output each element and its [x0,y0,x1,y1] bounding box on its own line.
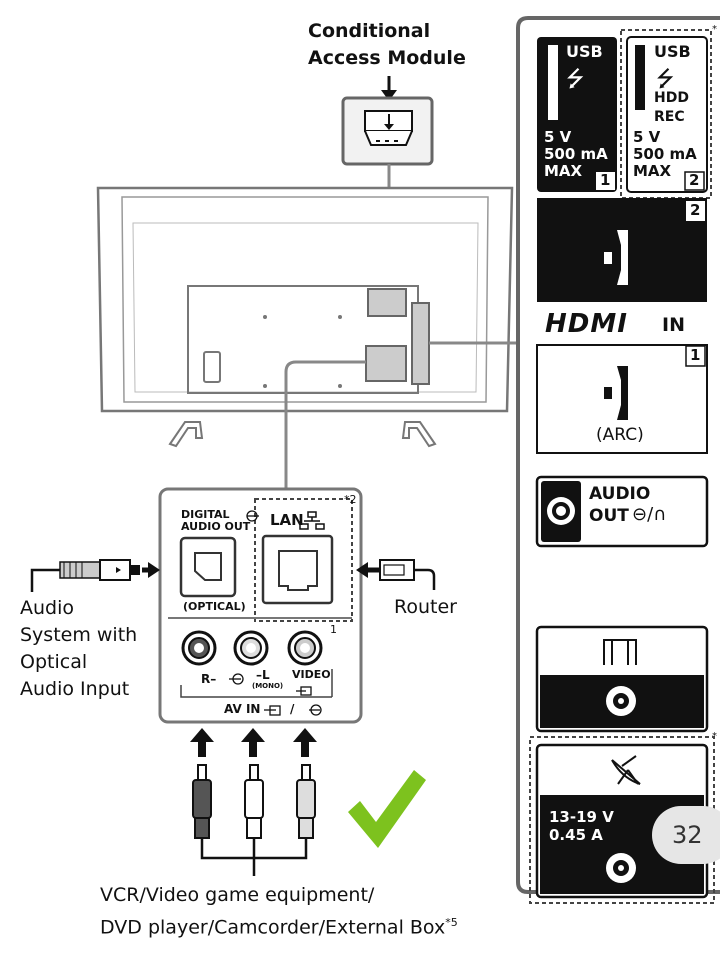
hdmi-in-label: IN [662,314,685,336]
digital-audio-label-2: AUDIO OUT [181,520,251,533]
side-panel [516,16,720,904]
usb2-label: USB [654,42,691,61]
audio-system-line2: System with [20,624,138,646]
lan-icon [299,511,325,530]
cam-label-line1: Conditional [308,20,431,42]
satellite-current: 0.45 A [549,826,603,844]
rca-plug-l [244,764,264,839]
usb2-rec: REC [654,109,685,125]
check-icon [348,770,426,848]
cam-label-line2: Access Module [308,47,466,69]
hdmi2-number: 2 [690,201,701,219]
lan-label: LAN [270,511,304,529]
vcr-label-line1: VCR/Video game equipment/ [100,884,375,906]
rca-jack-r [181,630,217,666]
audio-out-label-2: OUT [589,506,629,526]
usb1-current: 500 mA [544,145,608,163]
connector-panel [158,487,363,724]
usb1-icon: ⭍ [566,67,585,92]
usb1-number: 1 [600,171,611,189]
usb2-hdd: HDD [654,90,689,106]
usb2-max: MAX [633,162,672,180]
r-label: R– [201,672,217,686]
tv-back [96,186,518,490]
rca-jack-l [233,630,269,666]
page-number: 32 [652,806,720,864]
router-label: Router [394,596,457,618]
usb1-label: USB [566,42,603,61]
audio-system-line4: Audio Input [20,678,130,700]
usb2-icon: ⭍ [656,67,675,92]
vcr-label-line2: DVD player/Camcorder/External Box*5 [100,916,458,939]
satellite-footnote: * [712,731,717,742]
audio-out-label-1: AUDIO [589,484,651,504]
headphone-icon: ⊖/∩ [632,504,667,525]
video-label: VIDEO [292,668,331,681]
audio-system-line1: Audio [20,597,75,619]
rca-jack-video [287,630,323,666]
av-number: 1 [330,623,337,636]
audio-system-line3: Optical [20,651,88,673]
optical-label: (OPTICAL) [183,600,246,613]
usb1-voltage: 5 V [544,128,572,146]
usb2-voltage: 5 V [633,128,661,146]
hdmi1-number: 1 [690,346,701,364]
av-arrows [190,728,317,757]
rca-plug-r [192,764,212,839]
l-label: –L [256,668,270,682]
usb2-current: 500 mA [633,145,697,163]
usb2-number: 2 [689,171,700,189]
av-cable [200,838,308,876]
hdmi-logo: HDMI [545,309,628,339]
usb-footnote: * [712,24,717,35]
lan-footnote: *2 [344,493,357,506]
av-separator: / [290,702,295,716]
mono-label: (MONO) [252,682,284,690]
arc-label: (ARC) [596,425,644,445]
digital-audio-label-1: DIGITAL [181,508,230,521]
vcr-footnote: *5 [445,916,458,929]
satellite-voltage: 13-19 V [549,808,614,826]
usb1-max: MAX [544,162,583,180]
input-symbol-icon [229,510,322,716]
lan-cable [356,559,436,590]
rca-plug-video [296,764,316,839]
av-in-label: AV IN [224,702,261,716]
optical-cable [30,559,160,592]
satellite-dish-icon [611,755,641,785]
